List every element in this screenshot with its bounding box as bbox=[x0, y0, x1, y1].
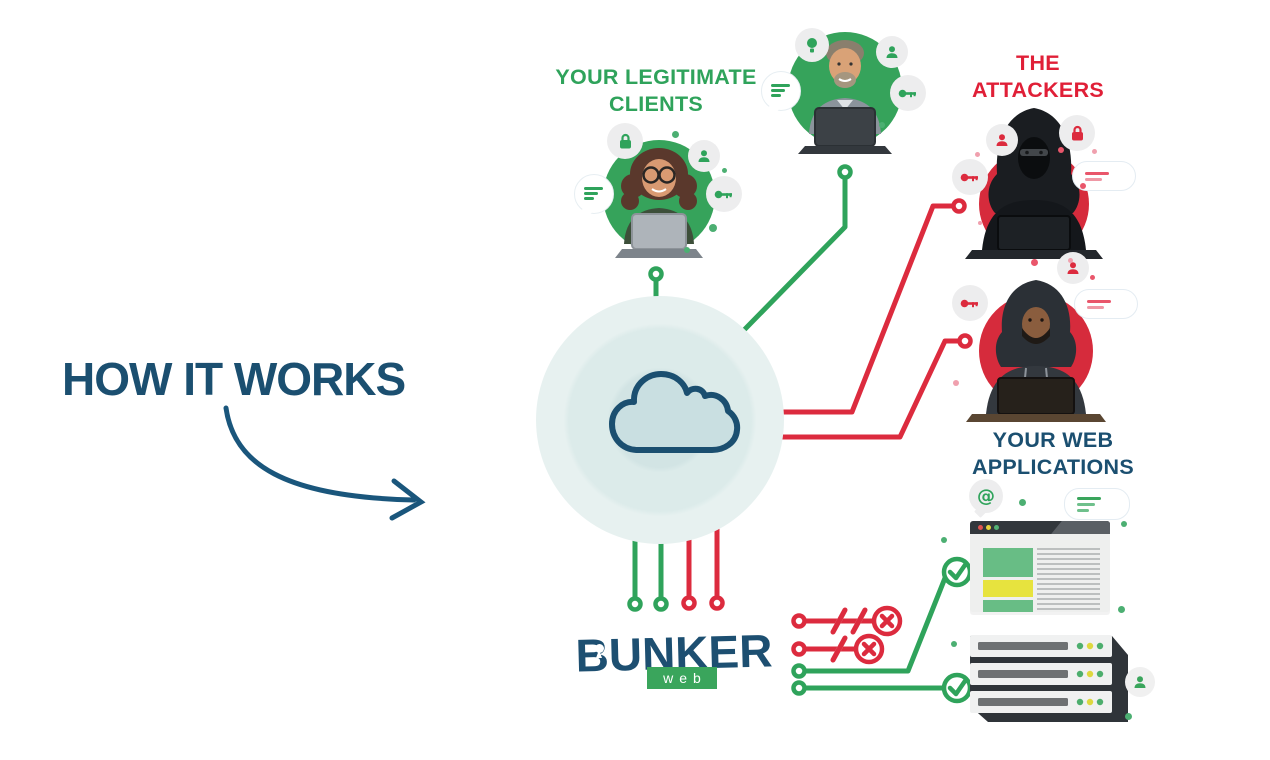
user-icon bbox=[1125, 667, 1155, 697]
user-icon bbox=[688, 140, 720, 172]
clients-label: YOUR LEGITIMATE CLIENTS bbox=[555, 65, 757, 116]
decor-dot bbox=[1019, 499, 1026, 506]
page-title: HOW IT WORKS bbox=[62, 353, 406, 405]
flow-blocked-2 bbox=[791, 635, 858, 663]
window-dot-yellow bbox=[986, 525, 991, 530]
decor-dot bbox=[709, 224, 717, 232]
content-block-green bbox=[983, 548, 1033, 577]
flow-attacker1-to-cloud bbox=[745, 198, 967, 420]
user-icon bbox=[986, 124, 1018, 156]
key-icon bbox=[706, 176, 742, 212]
decor-dot bbox=[1121, 521, 1127, 527]
decor-dot bbox=[1031, 259, 1038, 266]
content-block-green bbox=[983, 600, 1033, 612]
decor-dot bbox=[941, 537, 947, 543]
key-icon bbox=[952, 159, 988, 195]
decor-dot bbox=[684, 247, 690, 253]
decor-dot bbox=[975, 152, 980, 157]
chat-lines-icon bbox=[1074, 289, 1138, 319]
key-icon bbox=[952, 285, 988, 321]
text-lines bbox=[1037, 548, 1100, 610]
lightbulb-icon bbox=[795, 28, 829, 62]
decor-dot bbox=[1058, 147, 1064, 153]
attackers-label: THE ATTACKERS bbox=[971, 51, 1105, 102]
bunkerweb-logo-sub: web bbox=[647, 667, 717, 689]
blocked-x-icon bbox=[853, 633, 885, 665]
decor-dot bbox=[1125, 713, 1132, 720]
webapps-label: YOUR WEB APPLICATIONS bbox=[971, 428, 1135, 479]
blocked-x-icon bbox=[871, 605, 903, 637]
decor-dot bbox=[722, 168, 727, 173]
decor-dot bbox=[1092, 149, 1097, 154]
curved-arrow-icon bbox=[223, 405, 426, 521]
chat-lines-icon bbox=[1064, 488, 1130, 520]
content-block-yellow bbox=[983, 580, 1033, 597]
browser-window-illustration bbox=[970, 521, 1110, 612]
client-man-illustration bbox=[788, 32, 902, 154]
window-dot-green bbox=[994, 525, 999, 530]
decor-dot bbox=[1068, 258, 1073, 263]
chat-icon bbox=[574, 174, 614, 218]
decor-dot bbox=[672, 131, 679, 138]
decor-dot bbox=[953, 380, 959, 386]
decor-dot bbox=[1090, 275, 1095, 280]
decor-dot bbox=[978, 221, 982, 225]
user-icon bbox=[1057, 252, 1089, 284]
flow-allowed-to-server bbox=[791, 680, 945, 696]
user-icon bbox=[876, 36, 908, 68]
decor-dot bbox=[1118, 606, 1125, 613]
allowed-check-icon bbox=[941, 556, 973, 588]
keyhole-icon bbox=[595, 644, 604, 653]
server-stack-illustration bbox=[970, 635, 1128, 722]
flow-blocked-1 bbox=[791, 607, 876, 635]
client-woman-illustration bbox=[603, 140, 715, 258]
lock-icon bbox=[1059, 115, 1095, 151]
flow-allowed-to-browser bbox=[791, 575, 948, 679]
decor-dot bbox=[951, 641, 957, 647]
window-dot-red bbox=[978, 525, 983, 530]
lock-icon bbox=[607, 123, 643, 159]
decor-dot bbox=[1080, 183, 1086, 189]
attacker-bottom-illustration bbox=[966, 280, 1106, 422]
cloud-icon bbox=[609, 371, 741, 453]
chat-icon bbox=[761, 71, 801, 115]
key-icon bbox=[890, 75, 926, 111]
decor-dot bbox=[879, 122, 885, 128]
at-icon: @ bbox=[969, 479, 1003, 518]
